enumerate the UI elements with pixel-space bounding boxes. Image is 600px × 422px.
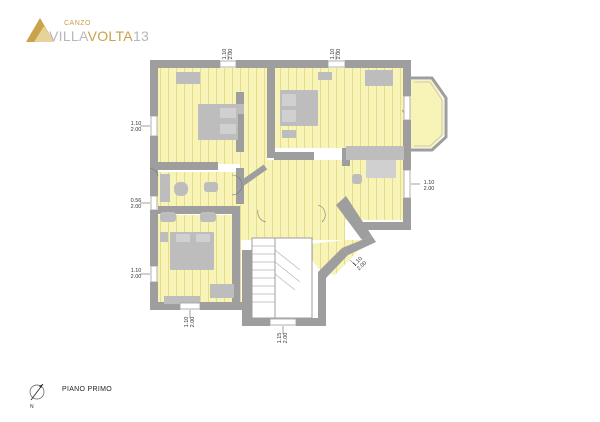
- brand-title-suffix: 13: [132, 28, 150, 44]
- dimension-left-middle: 0.56 2.00: [130, 198, 142, 210]
- dimension-top-right: 1.10 2.00: [330, 48, 342, 60]
- brand-subtitle: CANZO: [64, 20, 91, 27]
- staircase: [251, 237, 313, 319]
- plan-title: PIANO PRIMO: [62, 386, 112, 393]
- windows: [150, 60, 411, 326]
- dimension-bottom-left: 1.10 2.00: [184, 316, 196, 328]
- furniture: [160, 70, 404, 304]
- brand-title: VILLAVOLTA13: [49, 28, 149, 44]
- bay-window: [411, 76, 448, 152]
- dimension-bottom-center: 1.15 2.00: [277, 332, 289, 344]
- walls: [150, 60, 411, 326]
- logo-mark-icon: [26, 18, 54, 42]
- dimension-markers: [140, 52, 420, 334]
- north-arrow-icon: N: [29, 383, 45, 410]
- brand-title-prefix: VILLA: [49, 28, 88, 44]
- dimension-left-lower: 1.10 2.00: [130, 268, 142, 280]
- dimension-left-upper: 1.10 2.00: [130, 121, 142, 133]
- dimension-top-left: 1.10 2.00: [222, 48, 234, 60]
- brand-title-accent: VOLTA: [87, 28, 133, 44]
- dimension-right: 1.10 2.00: [423, 180, 435, 192]
- svg-text:N: N: [30, 404, 34, 410]
